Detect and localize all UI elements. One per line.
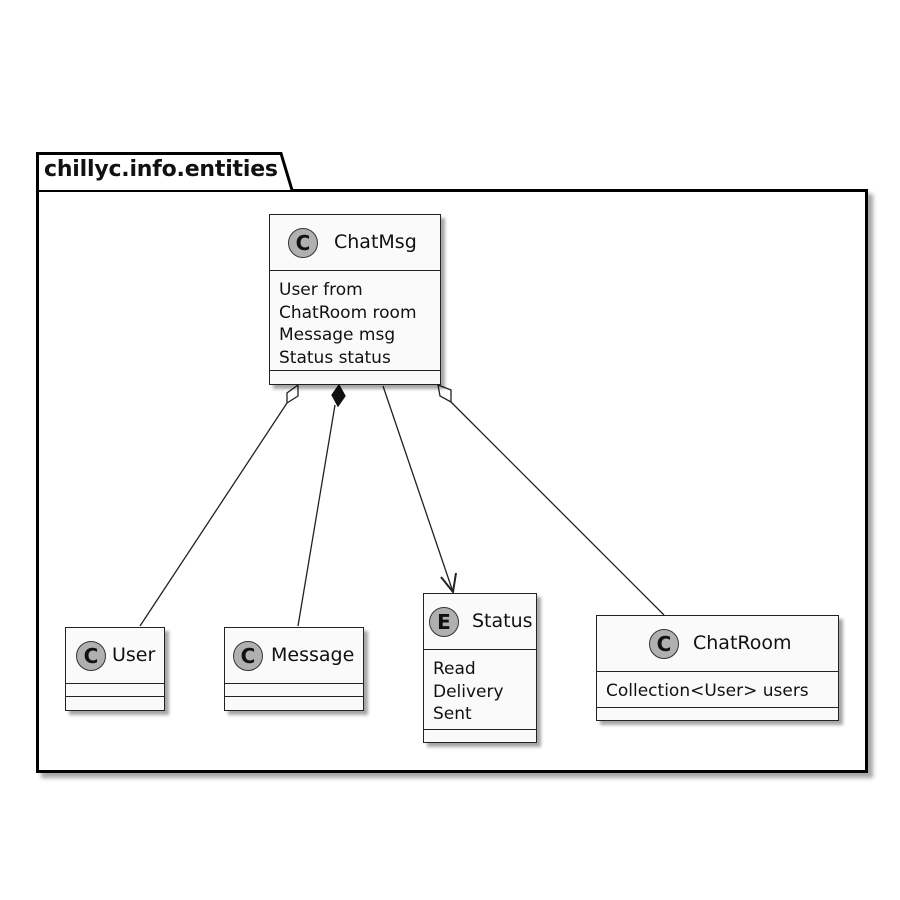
class-badge-icon: C — [649, 629, 679, 659]
class-chatmsg-attributes: User from ChatRoom room Message msg Stat… — [270, 271, 440, 371]
enum-status-operations — [424, 730, 536, 742]
relation-status-line — [382, 385, 454, 593]
aggregation-diamond-chatroom — [437, 383, 452, 404]
enum-value: Delivery — [433, 681, 504, 702]
class-message-attributes — [225, 684, 363, 697]
relation-chatroom-line — [450, 401, 665, 616]
enum-badge-icon: E — [429, 607, 459, 637]
class-message-operations — [225, 697, 363, 709]
class-user-name: User — [112, 644, 156, 666]
attribute: Message msg — [279, 325, 396, 345]
relation-message-line — [297, 404, 336, 627]
class-badge-icon: C — [76, 641, 106, 671]
class-user-header: C User — [66, 628, 164, 684]
attribute: Status status — [279, 347, 391, 368]
enum-status-header: E Status — [424, 594, 536, 650]
attribute: User from — [279, 280, 363, 300]
enum-value: Sent — [433, 704, 472, 724]
class-chatroom-attributes: Collection<User> users — [597, 672, 838, 708]
class-chatroom-header: C ChatRoom — [597, 616, 838, 672]
class-chatroom-name: ChatRoom — [693, 632, 792, 654]
arrowhead-status — [440, 572, 457, 595]
attribute: Collection<User> users — [606, 681, 809, 701]
class-message-header: C Message — [225, 628, 363, 684]
class-chatmsg-name: ChatMsg — [334, 231, 417, 253]
class-user-operations — [66, 697, 164, 709]
package-title: chillyc.info.entities — [44, 157, 278, 182]
class-user: C User — [65, 627, 165, 711]
class-message: C Message — [224, 627, 364, 711]
relation-user-line — [139, 402, 288, 627]
class-chatmsg: C ChatMsg User from ChatRoom room Messag… — [269, 214, 441, 385]
enum-status-values: Read Delivery Sent — [424, 650, 536, 730]
enum-value: Read — [433, 659, 476, 679]
composition-diamond-message — [331, 383, 346, 408]
class-chatroom-operations — [597, 708, 838, 720]
enum-status: E Status Read Delivery Sent — [423, 593, 537, 743]
class-message-name: Message — [271, 644, 355, 666]
attribute: ChatRoom room — [279, 302, 417, 323]
class-chatmsg-operations — [270, 371, 440, 383]
class-user-attributes — [66, 684, 164, 697]
enum-status-name: Status — [472, 610, 533, 632]
class-badge-icon: C — [288, 228, 318, 258]
class-chatroom: C ChatRoom Collection<User> users — [596, 615, 839, 721]
class-chatmsg-header: C ChatMsg — [270, 215, 440, 271]
aggregation-diamond-user — [286, 383, 299, 405]
class-badge-icon: C — [233, 641, 263, 671]
